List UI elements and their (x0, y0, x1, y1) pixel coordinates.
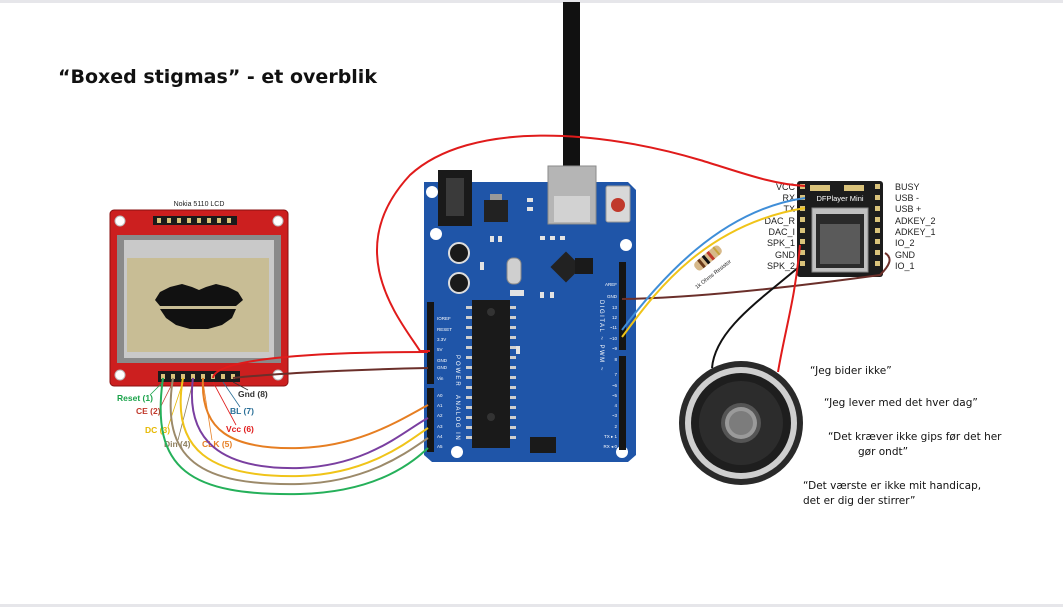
quote-2: “Jeg lever med det hver dag” (824, 397, 978, 409)
pin-7: 7 (614, 372, 617, 377)
pin-a1: A1 (437, 403, 443, 408)
pin-vin: Vin (437, 376, 444, 381)
pin-5v: 5V (437, 347, 443, 352)
pin-8: 8 (614, 357, 617, 362)
bottom-divider (0, 604, 1063, 607)
resistor: 1k Ohms Resistor (694, 245, 733, 291)
pin-a0: A0 (437, 393, 443, 398)
pin-a5: A5 (437, 444, 443, 449)
df-pin-vcc: VCC (776, 182, 796, 192)
speaker (679, 361, 803, 485)
arduino-uno-board: POWER ANALOG IN DIGITAL ~ PWM ~ IOREF RE… (424, 165, 636, 462)
pin-ioref: IOREF (437, 316, 451, 321)
df-pin-io1: IO_1 (895, 261, 915, 271)
df-pin-rx: RX (782, 193, 795, 203)
pin-aref: AREF (605, 282, 617, 287)
pin-label-reset: Reset (1) (117, 393, 153, 403)
dfplayer-mini-module: DFPlayer Mini VCC RX TX DAC_R DAC_I SP (764, 181, 936, 277)
slide-title: “Boxed stigmas” - et overblik (58, 66, 377, 88)
pin-gnd-a: GND (437, 358, 448, 363)
df-pin-spk2: SPK_2 (767, 261, 795, 271)
quote-4-line-1: “Det værste er ikke mit handicap, (803, 480, 982, 492)
pin-3v3: 3.3V (437, 337, 446, 342)
pin-13: 13 (612, 305, 618, 310)
pin-11: ~11 (610, 325, 618, 330)
df-pin-usb-minus: USB - (895, 193, 919, 203)
df-pin-usb-plus: USB + (895, 204, 921, 214)
pin-3: ~3 (612, 413, 618, 418)
pin-12: 12 (612, 315, 618, 320)
pin-label-gnd: Gnd (8) (238, 389, 268, 399)
pin-9: ~9 (612, 346, 618, 351)
pin-2: 2 (614, 424, 617, 429)
pin-5: ~5 (612, 393, 618, 398)
lips-icon (155, 284, 243, 329)
quote-3-line-2: gør ondt” (858, 446, 909, 458)
pin-label-ce: CE (2) (136, 406, 161, 416)
pin-label-din: Din (4) (164, 439, 191, 449)
df-pin-adkey2: ADKEY_2 (895, 216, 936, 226)
df-pin-gnd-l: GND (775, 250, 796, 260)
wires (159, 134, 891, 496)
power-label: POWER (454, 355, 460, 388)
pin-reset: RESET (437, 327, 452, 332)
pin-gnd-b: GND (437, 365, 448, 370)
quote-1: “Jeg bider ikke” (810, 365, 892, 377)
df-pin-io2: IO_2 (895, 238, 915, 248)
pin-a3: A3 (437, 424, 443, 429)
pin-label-dc: DC (3) (145, 425, 170, 435)
quote-4-line-2: det er dig der stirrer” (803, 495, 916, 507)
nokia-lcd-module: Nokia 5110 LCD (109, 201, 289, 387)
lcd-title: Nokia 5110 LCD (174, 201, 225, 208)
df-pin-tx: TX (783, 204, 795, 214)
pin-a4: A4 (437, 434, 443, 439)
pin-gnd-c: GND (607, 294, 618, 299)
vertical-cable (563, 2, 580, 167)
pin-tx: TX ▸ 1 (604, 434, 618, 439)
digital-pwm-label: DIGITAL ~ PWM ~ (598, 300, 604, 372)
df-pin-busy: BUSY (895, 182, 920, 192)
pin-10: ~10 (609, 336, 617, 341)
df-pin-dac-i: DAC_I (768, 227, 795, 237)
lcd-pin-labels: Reset (1) CE (2) DC (3) Din (4) CLK (5) … (117, 389, 268, 449)
df-pin-spk1: SPK_1 (767, 238, 795, 248)
analog-in-label: ANALOG IN (454, 395, 460, 441)
pin-a2: A2 (437, 413, 443, 418)
top-divider (0, 0, 1063, 3)
df-pin-gnd-r: GND (895, 250, 916, 260)
dfplayer-title: DFPlayer Mini (816, 194, 863, 203)
quote-3-line-1: “Det kræver ikke gips før det her (828, 431, 1002, 443)
pin-label-bl: BL (7) (230, 406, 254, 416)
pin-4: 4 (614, 403, 617, 408)
pin-rx: RX ◂ 0 (603, 444, 617, 449)
pin-6: ~6 (612, 383, 618, 388)
df-pin-adkey1: ADKEY_1 (895, 227, 936, 237)
pin-label-vcc: Vcc (6) (226, 424, 254, 434)
df-pin-dac-r: DAC_R (764, 216, 795, 226)
pin-label-clk: CLK (5) (202, 439, 232, 449)
